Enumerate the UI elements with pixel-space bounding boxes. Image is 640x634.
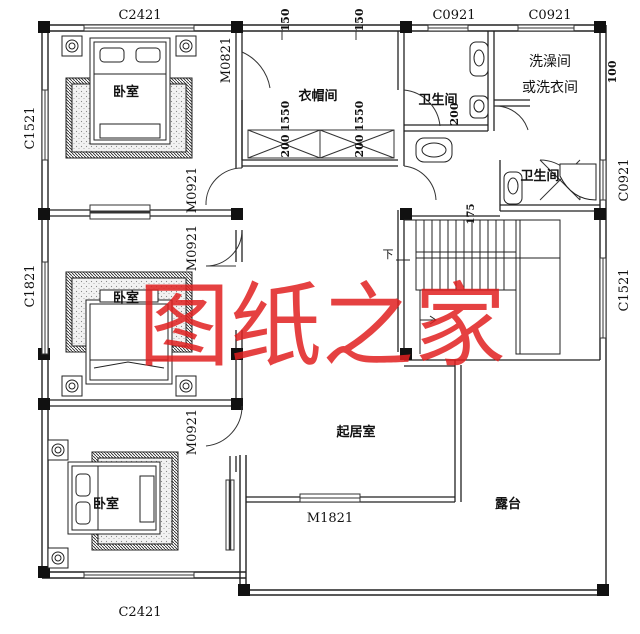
- door-code-terrace: M1821: [307, 511, 353, 526]
- door-code-bedroom-3: M0921: [185, 409, 200, 455]
- room-label-living: 起居室: [335, 424, 375, 440]
- svg-text:1550: 1550: [279, 100, 292, 131]
- room-label-bathroom-1: 卫生间: [418, 92, 457, 108]
- room-label-closet: 衣帽间: [298, 88, 337, 104]
- bedroom-2-furniture: [61, 271, 197, 397]
- svg-text:150: 150: [279, 8, 292, 31]
- staircase: [396, 219, 561, 355]
- bedroom-3-furniture: [47, 439, 179, 569]
- room-label-laundry-line1: 洗澡间: [529, 54, 571, 70]
- window-code-top-c2: C0921: [528, 8, 571, 23]
- svg-text:200: 200: [353, 134, 366, 157]
- window-code-bottom: C2421: [118, 605, 161, 620]
- interior-walls: [42, 25, 600, 540]
- windows: [41, 24, 607, 579]
- bathroom-fixtures: [415, 41, 597, 205]
- window-code-top-c1: C0921: [432, 8, 475, 23]
- room-label-bedroom-2: 卧室: [113, 290, 139, 306]
- window-code-right-1: C0921: [617, 158, 632, 201]
- window-code-right-2: C1521: [617, 268, 632, 311]
- structural-columns: [38, 21, 609, 596]
- door-code-bedroom-1: M0921: [185, 167, 200, 213]
- window-code-left-2: C1821: [23, 264, 38, 307]
- svg-text:1550: 1550: [353, 100, 366, 131]
- svg-text:100: 100: [606, 60, 619, 83]
- svg-text:150: 150: [353, 8, 366, 31]
- svg-text:200: 200: [448, 102, 461, 125]
- svg-text:200: 200: [279, 134, 292, 157]
- room-label-bedroom-1: 卧室: [113, 84, 139, 100]
- closet-wardrobes: [247, 31, 395, 159]
- room-label-bathroom-2: 卫生间: [520, 168, 559, 184]
- room-label-laundry-line2: 或洗衣间: [522, 80, 578, 96]
- room-label-terrace: 露台: [495, 496, 521, 512]
- svg-text:175: 175: [466, 204, 477, 225]
- dimension-labels: 150 150 1550 1550 200 200 200 100 175: [279, 8, 619, 224]
- bedroom-1-furniture: [61, 35, 197, 159]
- room-label-bedroom-3: 卧室: [93, 496, 119, 512]
- window-code-left-1: C1521: [23, 106, 38, 149]
- watermark-text: 图纸之家: [138, 273, 506, 380]
- window-code-top-left: C2421: [118, 8, 161, 23]
- door-code-bedroom-2: M0921: [185, 225, 200, 271]
- door-code-closet: M0821: [219, 37, 234, 83]
- stair-direction-label: 下: [383, 248, 394, 261]
